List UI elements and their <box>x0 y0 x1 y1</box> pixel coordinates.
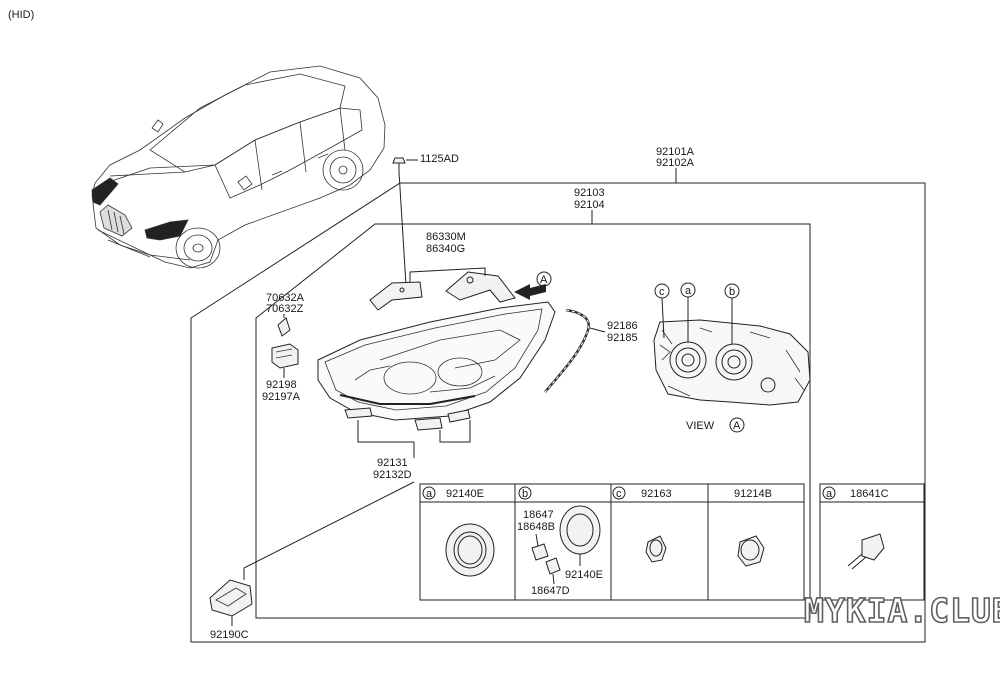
headlamp-assembly <box>317 301 556 431</box>
table-cell-a-circle: a <box>426 488 433 500</box>
label-70632Z: 70632Z <box>266 303 304 315</box>
view-arrow-a: A <box>514 271 552 300</box>
watermark: MYKIA.CLUB <box>804 591 1000 630</box>
label-92132D: 92132D <box>373 469 412 481</box>
table-cell-d-part: 91214B <box>734 488 772 500</box>
table-cell-c-part: 92163 <box>641 488 672 500</box>
table-cell-b-part-18647: 18647 <box>523 509 554 521</box>
view-a-rear: c a b VIEW A <box>653 282 811 433</box>
label-92198: 92198 <box>266 379 297 391</box>
table-cell-a-part: 92140E <box>446 488 484 500</box>
side-table-part: 18641C <box>850 488 889 500</box>
table-cell-b-part-92140E: 92140E <box>565 569 603 581</box>
part-labels: 1125AD 92101A 92102A 92103 92104 86330M … <box>210 146 695 641</box>
label-92197A: 92197A <box>262 391 301 403</box>
lower-leaders <box>357 420 471 458</box>
bolt-1125AD <box>392 157 418 286</box>
actuator-92198 <box>271 343 299 378</box>
label-86340G: 86340G <box>426 243 465 255</box>
car-illustration <box>91 65 386 269</box>
view-caption-circle: A <box>733 420 741 432</box>
label-1125AD: 1125AD <box>420 153 459 165</box>
view-callout-a: a <box>685 285 692 297</box>
label-92131: 92131 <box>377 457 408 469</box>
table-cell-b-part-18647D: 18647D <box>531 585 570 597</box>
arrow-a-tag: A <box>540 274 548 286</box>
side-table-circle: a <box>826 488 833 500</box>
label-86330M: 86330M <box>426 231 466 243</box>
ballast-92190C <box>209 481 415 626</box>
table-cell-b-part-18648B: 18648B <box>517 521 555 533</box>
label-92190C: 92190C <box>210 629 249 641</box>
bracket-86330M <box>369 267 516 311</box>
view-caption: VIEW <box>686 420 715 432</box>
table-cell-c-circle: c <box>616 488 622 500</box>
clip-70632A <box>277 314 291 337</box>
label-92185: 92185 <box>607 332 638 344</box>
label-92186: 92186 <box>607 320 638 332</box>
table-cell-b-circle: b <box>522 488 528 500</box>
trim-strip-92186 <box>544 308 606 393</box>
label-70632A: 70632A <box>266 292 305 304</box>
label-92104: 92104 <box>574 199 605 211</box>
label-92102A: 92102A <box>656 157 695 169</box>
label-92101A: 92101A <box>656 146 695 158</box>
label-92103: 92103 <box>574 187 605 199</box>
parts-table: a 92140E b 18647 18648B 92140E 18647D c … <box>419 483 925 601</box>
view-callout-b: b <box>729 286 735 298</box>
assembly-frames <box>190 168 926 643</box>
view-callout-c: c <box>659 286 665 298</box>
hid-tag: (HID) <box>8 9 34 21</box>
